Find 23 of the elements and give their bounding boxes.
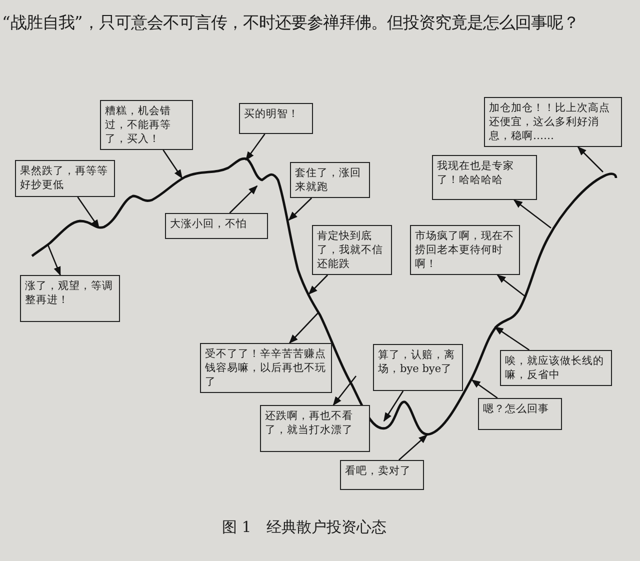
- callout-box: 加仓加仓！！比上次高点还便宜，这么多利好消息，稳啊……: [484, 97, 622, 147]
- leader-arrow: [513, 199, 552, 229]
- leader-arrow: [494, 326, 530, 351]
- figure-caption: 图 1 经典散户投资心态: [222, 518, 386, 537]
- callout-box: 涨了，观望，等调整再进！: [20, 275, 120, 322]
- leader-arrow: [47, 244, 61, 276]
- body-paragraph: “战胜自我”，只可意会不可言传，不时还要参禅拜佛。但投资究竟是怎么回事呢？: [2, 12, 580, 34]
- callout-box: 果然跌了，再等等好抄更低: [15, 160, 115, 197]
- leader-arrow: [577, 146, 604, 172]
- leader-arrow: [245, 134, 266, 161]
- leader-arrow: [308, 274, 328, 295]
- callout-box: 还跌啊，再也不看了，就当打水漂了: [260, 405, 370, 452]
- leader-arrow: [229, 185, 258, 214]
- callout-box: 看吧，卖对了: [340, 460, 424, 490]
- leader-arrow: [398, 434, 428, 460]
- leader-arrow: [288, 312, 318, 344]
- leader-arrow: [288, 198, 312, 221]
- leader-arrow: [77, 196, 100, 229]
- leader-arrow: [496, 274, 526, 298]
- leader-arrow: [332, 376, 357, 406]
- callout-box: 糟糕，机会错过，不能再等了，买入！: [100, 100, 193, 150]
- leader-arrow: [162, 150, 183, 179]
- callout-box: 买的明智！: [239, 103, 313, 134]
